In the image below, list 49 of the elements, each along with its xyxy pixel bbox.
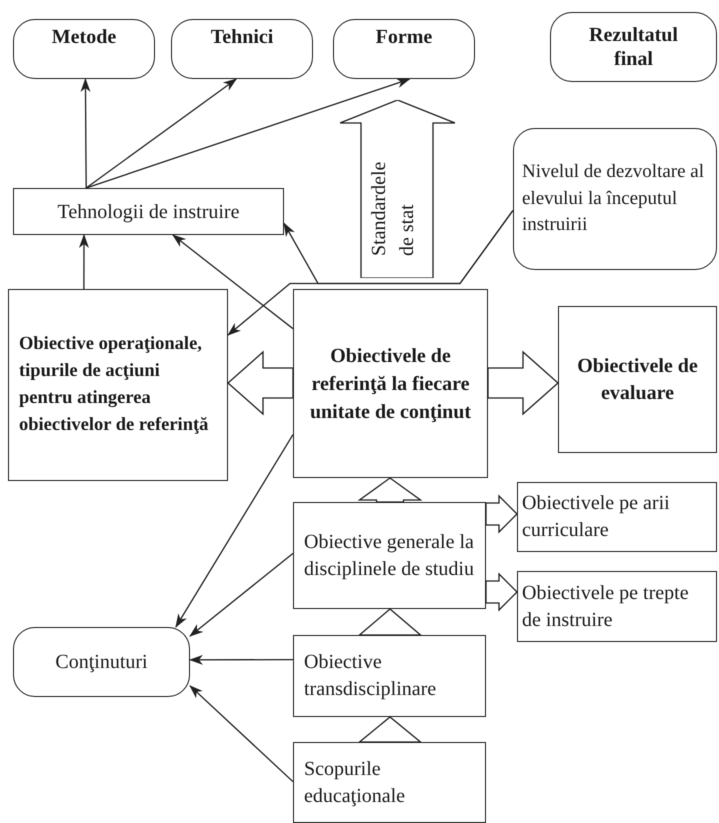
rounded-box [333,19,475,79]
box-label: Tehnici [210,25,274,50]
block-arrow [227,350,294,416]
arrow-label: Standardele de stat [367,160,419,256]
process-box [293,635,486,717]
process-box [13,188,284,235]
box-label: Scopurile educaţionale [304,756,406,808]
process-box [293,502,486,609]
box-label: Obiective transdisciplinare [304,650,438,702]
box-label: Conţinuturi [54,650,149,675]
box-label: Obiectivele pe arii curriculare [522,491,671,543]
process-box [517,482,717,552]
process-box [293,742,486,823]
process-box [517,571,717,642]
arrow [189,685,294,782]
block-arrow [487,350,559,416]
arrow [78,234,89,289]
block-arrow-node [340,100,455,278]
arrow [227,210,514,336]
process-box [558,306,717,453]
box-label: Forme [374,25,434,50]
block-arrow [358,716,422,743]
rounded-box [513,128,717,270]
block-arrow [485,494,518,534]
rounded-box [13,627,190,697]
box-label: Obiectivele de evaluare [576,354,699,406]
rounded-box [13,19,155,79]
box-label: Nivelul de dezvoltare al elevului la începutul instruirii [522,160,706,238]
box-label: Rezultatul final [588,23,679,71]
process-box [8,289,228,481]
block-arrow [358,608,422,636]
arrow [172,234,294,330]
box-label: Tehnologii de instruire [56,200,240,224]
box-label: Obiective operaţionale, tipurile de acţiuni pentru atingerea obiectivelor de referinţă [19,333,210,437]
box-label: Obiectivele pe trepte de instruire [522,580,690,632]
arrow [189,654,293,665]
rounded-box [550,12,717,82]
arrow [175,434,294,628]
arrow [80,78,90,188]
arrow [86,78,238,189]
arrow [86,78,411,189]
process-box [293,289,488,478]
box-label: Obiective generale la disciplinele de studiu [304,530,475,582]
block-arrow [485,572,518,612]
box-label: Obiectivele de referinţă la fiecare unitate de conţinut [308,344,472,424]
block-arrow [357,477,423,503]
box-label: Metode [50,25,118,50]
rounded-box [171,19,313,79]
arrow [189,552,294,637]
